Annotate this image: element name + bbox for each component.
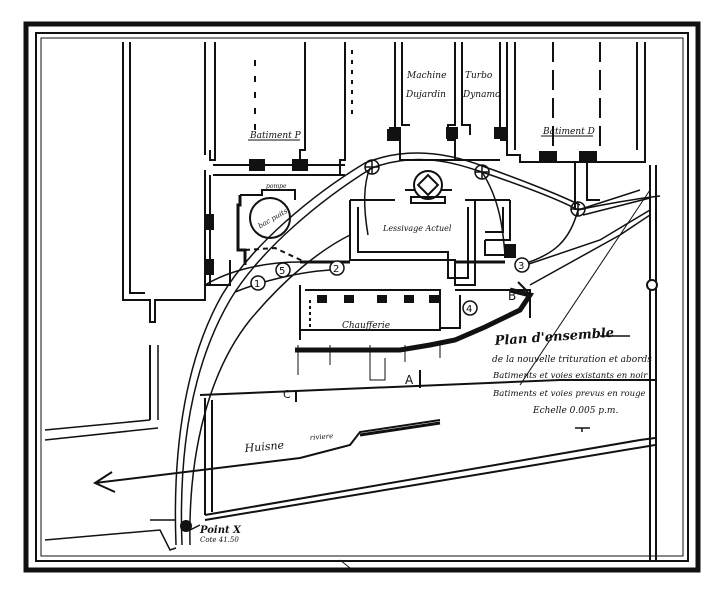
legend-subtitle: de la nouvelle trituration et abords (492, 355, 652, 365)
point-x-marker (180, 520, 192, 532)
point-4-label: 4 (466, 304, 472, 315)
point-c-label: C (283, 388, 291, 401)
legend-planned: Batiments et voies prevus en rouge (492, 389, 646, 399)
point-1-label: 1 (254, 279, 260, 290)
point-3-label: 3 (518, 261, 524, 272)
right-boundary (646, 165, 658, 560)
title-block: Plan d'ensemble de la nouvelle triturati… (492, 326, 652, 432)
point-4-marker (462, 300, 478, 316)
point-5-label: 5 (279, 266, 285, 277)
legend-title: Plan d'ensemble (493, 326, 614, 349)
bottom-mark (339, 559, 356, 573)
label-lessivage: Lessivage Actuel (382, 224, 452, 233)
label-bac-puits: bac puits (257, 207, 289, 230)
chaufferie-building (299, 285, 531, 340)
label-batiment-p: Batiment P (249, 131, 302, 141)
legend-existing: Batiments et voies existants en noir (492, 371, 648, 381)
lessivage-building (349, 199, 516, 286)
point-b-label: B (508, 289, 516, 303)
point-2-marker (329, 260, 345, 276)
batiment-d-building (506, 42, 646, 210)
batiment-p-building (122, 42, 353, 323)
machine-building (387, 42, 506, 161)
track-junctions (364, 159, 586, 217)
river-name: Huisne (243, 439, 285, 456)
point-a-label: A (405, 373, 414, 387)
point-x-label: Point X (199, 525, 242, 536)
label-batiment-d: Batiment D (542, 127, 595, 137)
point-1-marker (250, 275, 266, 291)
road-lower (44, 345, 201, 551)
label-dynamo: Dynamo (462, 90, 501, 100)
point-3-marker (514, 257, 530, 273)
label-dujardin: Dujardin (405, 90, 446, 100)
border-frame (23, 21, 701, 573)
legend-scale: Echelle 0.005 p.m. (532, 406, 618, 416)
river-bed (92, 189, 656, 521)
point-5-marker (275, 262, 291, 278)
label-pompe: pompe (266, 183, 287, 190)
label-turbo: Turbo (465, 71, 493, 81)
letter-points: A B C (283, 281, 529, 402)
roundabout (405, 170, 452, 204)
point-2-label: 2 (333, 264, 339, 275)
point-x: Point X Cote 41.50 (180, 520, 242, 544)
numbered-points: 1 5 2 3 4 (250, 257, 530, 316)
pompe-bac-puits (236, 189, 306, 265)
label-machine: Machine (406, 71, 446, 81)
river-label: Huisne riviere (243, 432, 333, 455)
label-chaufferie: Chaufferie (342, 321, 390, 331)
river-suffix: riviere (309, 432, 333, 442)
point-x-cote: Cote 41.50 (200, 536, 239, 544)
